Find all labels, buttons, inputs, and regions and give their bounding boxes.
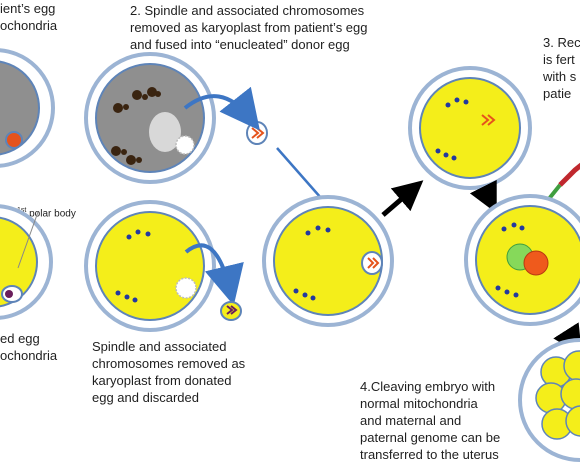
donor-karyoplast-discarded: [220, 301, 242, 321]
progress-arrow-2: [469, 179, 497, 214]
removal-arrow-patient: [183, 86, 260, 131]
step2-label: 2. Spindle and associated chromosomes re…: [130, 3, 368, 52]
patient-egg: [84, 52, 216, 184]
step1-top-label: ient’s egg ochondria: [0, 1, 58, 33]
donor-egg-note: Spindle and associated chromosomes remov…: [92, 339, 246, 405]
egg-before-fertilisation: [408, 66, 532, 190]
patient-karyoplast: [246, 121, 268, 145]
donor-egg-left-bottom: [0, 204, 53, 320]
step1-bottom-label: ed egg ochondria: [0, 331, 58, 363]
step3-label: 3. Rec is fert with s patie: [543, 35, 580, 101]
removal-arrow-donor: [184, 243, 244, 306]
step4-label: 4.Cleaving embryo with normal mitochondr…: [360, 379, 501, 462]
donor-egg: [84, 200, 216, 332]
cleaving-embryo: [518, 338, 580, 462]
patient-egg-left-top: [0, 48, 55, 168]
fertilised-egg: [464, 194, 580, 326]
mitochondria-cluster: [111, 87, 161, 165]
polar-body-pointer: [17, 211, 39, 269]
reconstituted-egg: [262, 195, 394, 327]
progress-arrow-1: [381, 180, 424, 217]
